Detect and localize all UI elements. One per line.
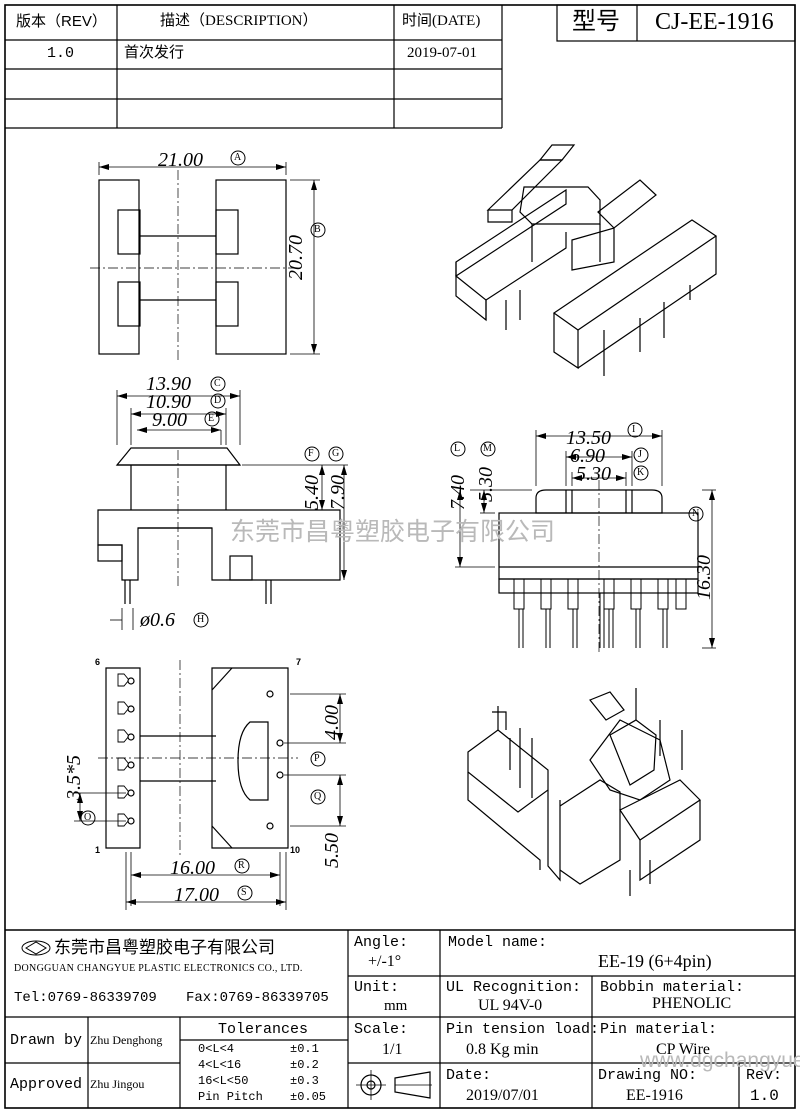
dim-j: 6.90 <box>570 445 605 467</box>
angle-label: Angle: <box>354 934 409 951</box>
scale-label: Scale: <box>354 1021 409 1038</box>
dim-a-marker: A <box>234 152 242 163</box>
url-watermark: www.dgchangyue.net <box>640 1049 800 1072</box>
drawn-by-label: Drawn by <box>10 1032 83 1049</box>
dim-a: 21.00 <box>158 149 203 171</box>
dim-b: 20.70 <box>285 235 307 280</box>
dim-o: 3.5*5 <box>63 755 85 800</box>
company-tel: Tel:0769-86339709 <box>14 990 157 1006</box>
company-name-cn: 东莞市昌粤塑胶电子有限公司 <box>54 938 275 957</box>
dim-m: 5.30 <box>475 467 497 502</box>
dim-i: 13.50 <box>566 427 611 449</box>
pin-1-label: 1 <box>95 845 101 855</box>
dim-h-marker: H <box>197 614 205 625</box>
drawn-by-value: Zhu Denghong <box>90 1033 163 1047</box>
bobbin-value: PHENOLIC <box>652 995 732 1012</box>
dim-c-marker: C <box>214 378 221 389</box>
dim-i-marker: I <box>632 424 636 435</box>
dim-s-marker: S <box>241 887 247 898</box>
dim-j-marker: J <box>638 449 642 460</box>
date-header: 时间(DATE) <box>402 13 481 29</box>
dim-d: 10.90 <box>146 391 191 413</box>
pin-material-value: CP Wire <box>656 1041 711 1058</box>
ul-value: UL 94V-0 <box>478 997 543 1014</box>
pin-10-label: 10 <box>290 845 301 855</box>
unit-label: Unit: <box>354 979 400 996</box>
tolerance-value: ±0.3 <box>290 1074 319 1088</box>
dim-l-marker: L <box>454 443 461 454</box>
tolerance-range: 4<L<16 <box>198 1058 242 1072</box>
dim-e: 9.00 <box>152 409 187 431</box>
model-box-label: 型号 <box>572 8 620 35</box>
dim-p: 4.00 <box>321 705 343 740</box>
dim-k: 5.30 <box>576 463 611 485</box>
description-header: 描述（DESCRIPTION） <box>160 13 318 29</box>
dim-s: 17.00 <box>174 884 219 906</box>
description-value: 首次发行 <box>124 45 185 61</box>
dim-o-marker: O <box>84 812 92 823</box>
dim-m-marker: M <box>483 443 492 454</box>
dim-l: 7.40 <box>447 475 469 510</box>
rev-value: 1.0 <box>47 45 75 62</box>
company-watermark: 东莞市昌粤塑胶电子有限公司 <box>230 518 556 546</box>
model-name-label: Model name: <box>448 934 548 951</box>
dim-k-marker: K <box>637 467 645 478</box>
rev-value-block: 1.0 <box>750 1087 779 1105</box>
scale-value: 1/1 <box>382 1041 403 1058</box>
tolerance-value: ±0.1 <box>290 1042 319 1056</box>
dim-f-marker: F <box>308 448 314 459</box>
pin-7-label: 7 <box>296 657 302 667</box>
dim-e-marker: E <box>208 413 215 424</box>
company-fax: Fax:0769-86339705 <box>186 990 329 1006</box>
model-box-value: CJ-EE-1916 <box>655 9 774 35</box>
drawing-no-value: EE-1916 <box>626 1087 683 1104</box>
dim-n: 16.30 <box>693 555 715 600</box>
ul-label: UL Recognition: <box>446 979 582 996</box>
angle-value: +/-1° <box>368 953 402 970</box>
tolerance-range: Pin Pitch <box>198 1090 263 1104</box>
company-name-en: DONGGUAN CHANGYUE PLASTIC ELECTRONICS CO… <box>14 963 303 974</box>
bobbin-label: Bobbin material: <box>600 979 745 996</box>
dim-f: 5.40 <box>301 475 323 510</box>
tolerance-value: ±0.05 <box>290 1090 327 1104</box>
unit-value: mm <box>384 998 408 1014</box>
model-name-value: EE-19 (6+4pin) <box>598 951 712 971</box>
dim-n-marker: N <box>692 508 700 519</box>
dim-g-marker: G <box>332 448 340 459</box>
dim-g: 7.90 <box>327 475 349 510</box>
pin-tension-value: 0.8 Kg min <box>466 1041 539 1058</box>
dim-q-marker: Q <box>314 791 322 802</box>
tolerance-value: ±0.2 <box>290 1058 319 1072</box>
date-value-block: 2019/07/01 <box>466 1087 539 1104</box>
dim-b-marker: B <box>314 224 321 235</box>
tolerances-title: Tolerances <box>218 1021 309 1038</box>
rev-label: Rev: <box>746 1067 783 1084</box>
approved-label: Approved <box>10 1076 83 1093</box>
dim-h: ø0.6 <box>140 609 175 631</box>
date-label: Date: <box>446 1067 492 1084</box>
dim-r: 16.00 <box>170 857 215 879</box>
date-value: 2019-07-01 <box>407 45 477 61</box>
tolerance-range: 16<L<50 <box>198 1074 249 1088</box>
drawing-no-label: Drawing NO: <box>598 1067 698 1084</box>
pin-6-label: 6 <box>95 657 101 667</box>
pin-tension-label: Pin tension load: <box>446 1021 600 1038</box>
rev-header: 版本（REV） <box>16 13 107 30</box>
dim-d-marker: D <box>214 395 222 406</box>
approved-value: Zhu Jingou <box>90 1077 145 1091</box>
dim-c: 13.90 <box>146 373 191 395</box>
pin-material-label: Pin material: <box>600 1021 718 1038</box>
dim-p-marker: P <box>314 753 320 764</box>
tolerance-range: 0<L<4 <box>198 1042 235 1056</box>
dim-r-marker: R <box>238 860 245 871</box>
dim-q: 5.50 <box>321 833 343 868</box>
